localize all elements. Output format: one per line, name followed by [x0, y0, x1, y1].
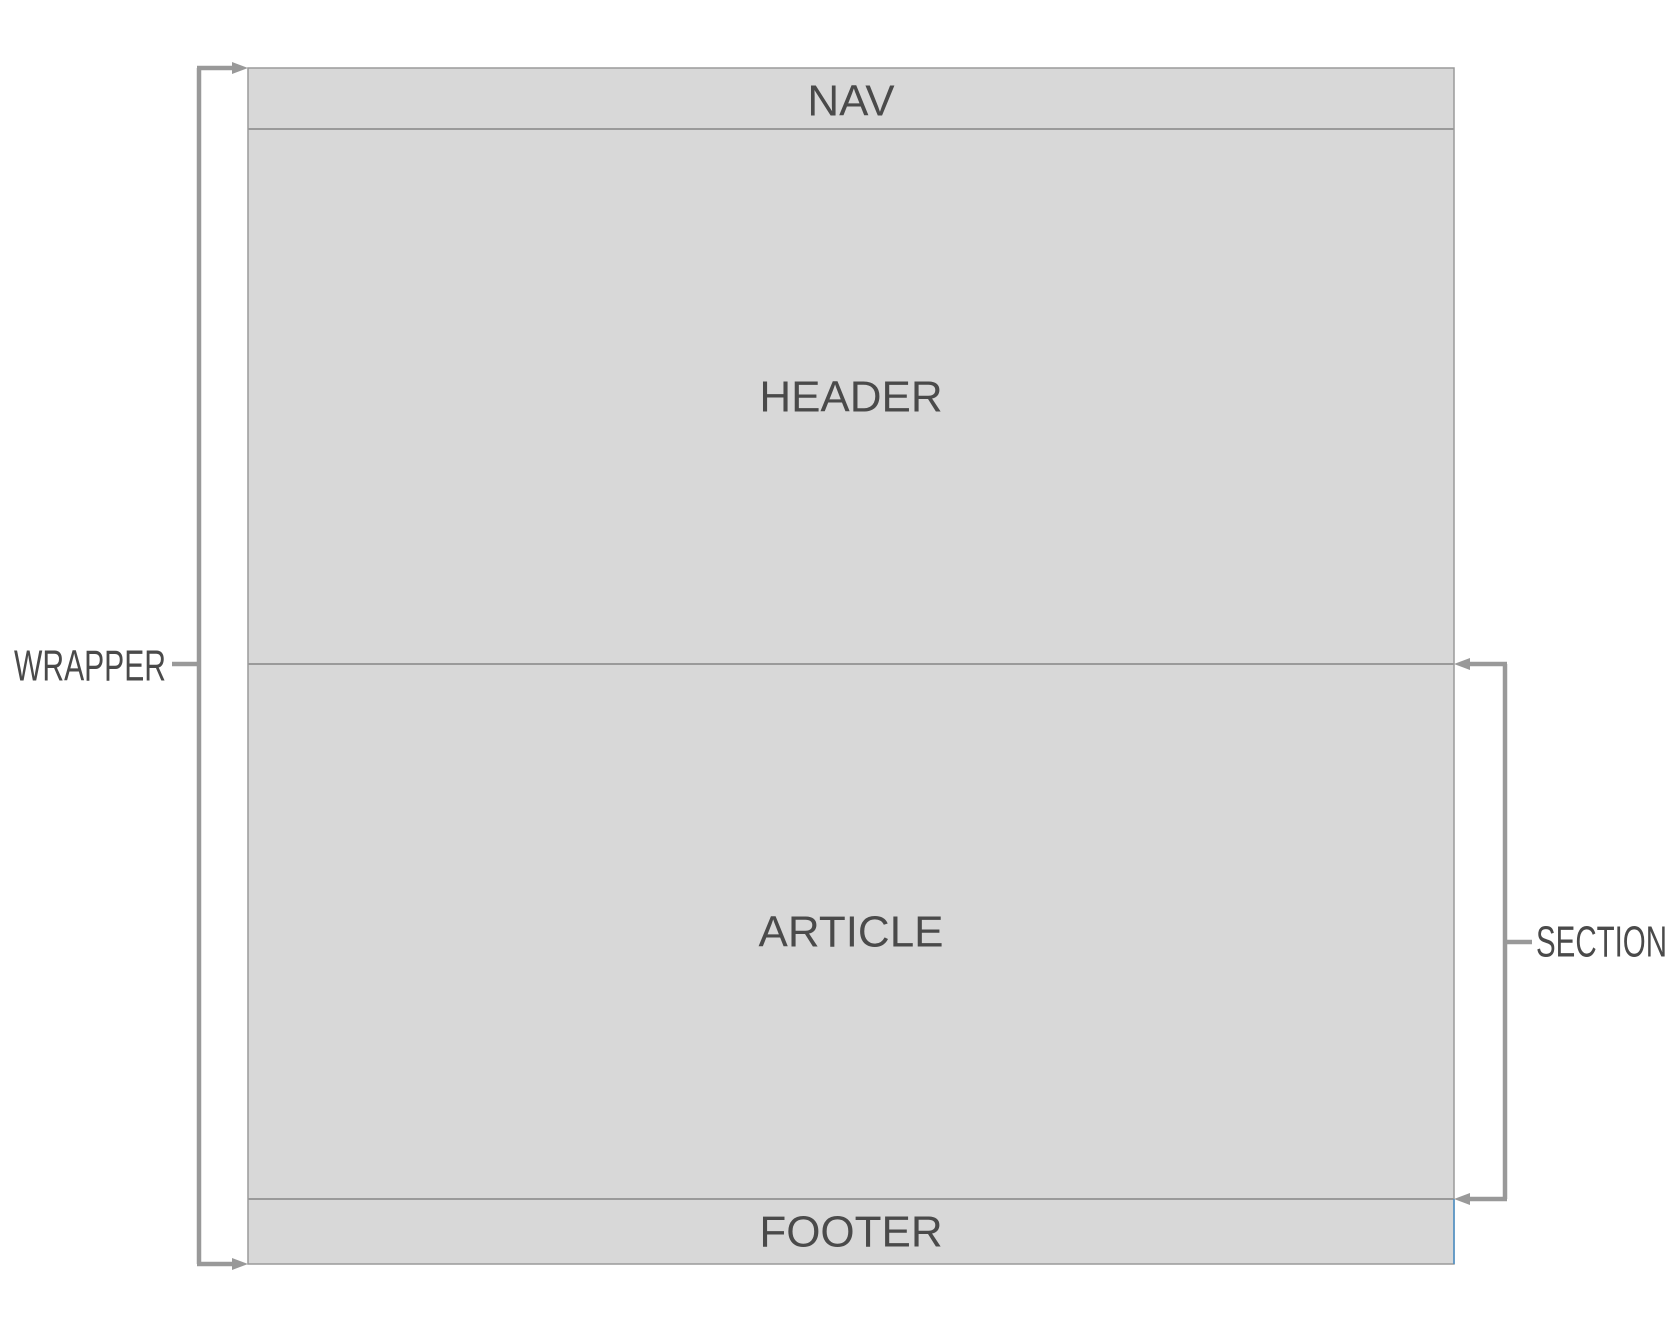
- nav-block: NAV: [807, 77, 895, 126]
- wrapper-top-arrowhead: [232, 62, 248, 74]
- article-block: ARTICLE: [758, 908, 943, 957]
- footer-block: FOOTER: [759, 1208, 942, 1257]
- wrapper-label: WRAPPER: [14, 642, 166, 691]
- section-label: SECTION: [1536, 918, 1667, 967]
- footer-label: FOOTER: [759, 1208, 942, 1257]
- section-bottom-arrowhead: [1454, 1193, 1470, 1205]
- nav-label: NAV: [807, 77, 895, 126]
- header-label: HEADER: [759, 373, 942, 422]
- wrapper-bracket: [172, 65, 232, 1267]
- section-top-arrowhead: [1454, 658, 1470, 670]
- section-bracket: [1470, 661, 1532, 1202]
- article-label: ARTICLE: [758, 908, 943, 957]
- wrapper-bottom-arrowhead: [232, 1258, 248, 1270]
- header-block: HEADER: [759, 373, 942, 422]
- layout-container: [247, 67, 1455, 1265]
